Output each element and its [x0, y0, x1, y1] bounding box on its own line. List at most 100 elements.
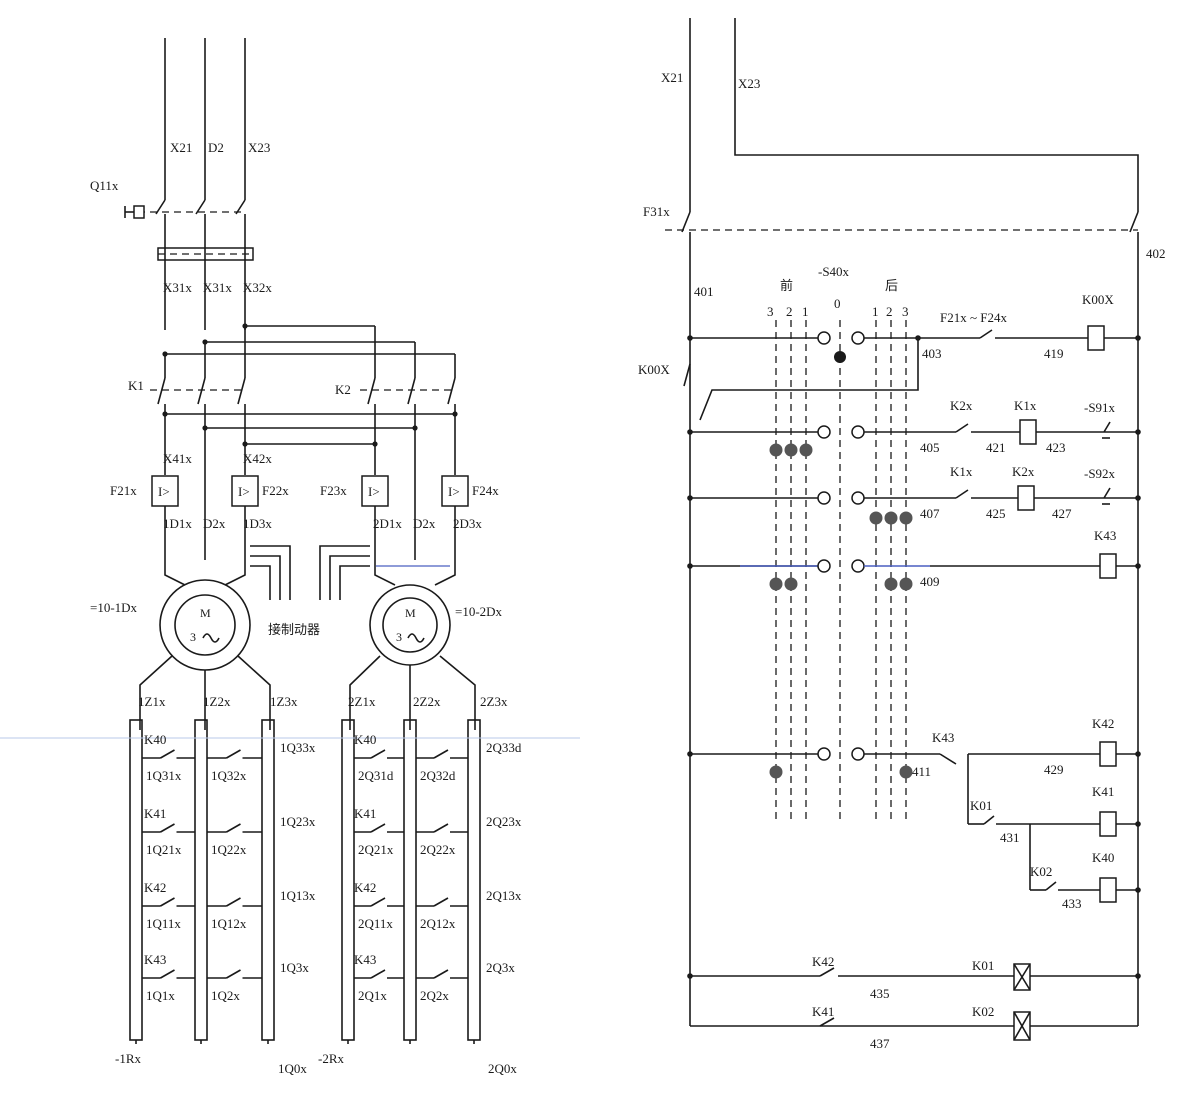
node-419: 419 [1044, 346, 1064, 361]
bank1-step-label: 1Q33x [280, 740, 316, 755]
row-409 [687, 553, 1141, 579]
svg-text:I>: I> [448, 484, 460, 499]
resistor1-node: 1Q0x [278, 1061, 307, 1076]
row-431 [968, 811, 1141, 890]
backward-label: 后 [885, 279, 898, 294]
bank2-step-k-label: K42 [354, 880, 376, 895]
node-405: 405 [920, 440, 940, 455]
svg-text:I>: I> [238, 484, 250, 499]
bank2-step-label: 2Q22x [420, 842, 456, 857]
motor1-line-3: 1D3x [243, 516, 272, 531]
breaker-out-1: X31x [163, 280, 192, 295]
bank2-step-label: 2Q23x [486, 814, 522, 829]
row-437 [819, 1011, 1031, 1041]
fuse-f23x: I> [361, 475, 389, 507]
line-label-x41x: X41x [163, 451, 192, 466]
bank2-step-label: 2Q31d [358, 768, 394, 783]
node-411: 411 [912, 764, 931, 779]
fwd-pos-3: 3 [767, 304, 774, 319]
rail-label-x21: X21 [661, 70, 683, 85]
fuse-f21x: I> [151, 475, 179, 507]
node-427: 427 [1052, 506, 1072, 521]
row-411 [687, 741, 1141, 824]
row-403 [687, 325, 1141, 363]
resistor-bank-1 [129, 719, 275, 1044]
bank2-step-label: 2Q32d [420, 768, 456, 783]
fwd-pos-2: 2 [786, 304, 793, 319]
busbar-label-x23: X23 [248, 140, 270, 155]
fuse-label-f24x: F24x [472, 483, 499, 498]
row431-coil: K41 [1092, 784, 1114, 799]
resistor2-node: 2Q0x [488, 1061, 517, 1076]
breaker-label-f31x: F31x [643, 204, 670, 219]
main-relay-label: K00X [1082, 292, 1114, 307]
motor2-tag: =10-2Dx [455, 604, 503, 619]
motor2-winding-2: 2Z2x [413, 694, 441, 709]
contactor-label-k1: K1 [128, 378, 144, 393]
bwd-pos-3: 3 [902, 304, 909, 319]
forward-label: 前 [780, 278, 793, 294]
row405-contact: K2x [950, 398, 973, 413]
motor2-line-2: D2x [413, 516, 436, 531]
motor-2: M 3 [349, 562, 476, 730]
control-circuit: X21 X23 F31x 401 402 前 后 -S40x 0 3 2 1 1… [638, 18, 1166, 1051]
bank2-step-label: 2Q3x [486, 960, 515, 975]
row-405 [687, 419, 1141, 445]
bank2-step-label: 2Q21x [358, 842, 394, 857]
resistor-bank-2 [341, 719, 481, 1044]
row409-coil: K43 [1094, 528, 1116, 543]
node-425: 425 [986, 506, 1006, 521]
motor-1: M 3 [139, 562, 271, 730]
breaker-out-2: X31x [203, 280, 232, 295]
main-breaker-q11x [124, 199, 254, 330]
node-435: 435 [870, 986, 890, 1001]
motor1-line-2: D2x [203, 516, 226, 531]
row-433 [1030, 877, 1141, 903]
node-403: 403 [922, 346, 942, 361]
fuse-label-f22x: F22x [262, 483, 289, 498]
bank1-step-label: 1Q2x [211, 988, 240, 1003]
fuse-f22x: I> [231, 475, 259, 507]
motor2-line-3: 2D3x [453, 516, 482, 531]
row431-contact: K01 [970, 798, 992, 813]
line-label-x42x: X42x [243, 451, 272, 466]
breaker-label: Q11x [90, 178, 119, 193]
row407-contact: K1x [950, 464, 973, 479]
bank2-step-k-label: K43 [354, 952, 376, 967]
bank1-step-label: 1Q22x [211, 842, 247, 857]
master-switch-s40x [775, 320, 907, 820]
row405-limit: -S91x [1084, 400, 1116, 415]
bank2-step-label: 2Q1x [358, 988, 387, 1003]
node-431: 431 [1000, 830, 1020, 845]
node-429: 429 [1044, 762, 1064, 777]
bank1-step-label: 1Q13x [280, 888, 316, 903]
bwd-pos-1: 1 [872, 304, 879, 319]
row437-coil: K02 [972, 1004, 994, 1019]
motor2-winding-1: 2Z1x [348, 694, 376, 709]
bank1-step-k-label: K43 [144, 952, 166, 967]
bank2-step-k-label: K41 [354, 806, 376, 821]
bank1-step-label: 1Q1x [146, 988, 175, 1003]
contactor-label-k2: K2 [335, 382, 351, 397]
fwd-pos-1: 1 [802, 304, 809, 319]
row433-contact: K02 [1030, 864, 1052, 879]
row411-coil: K42 [1092, 716, 1114, 731]
bank1-step-k-label: K40 [144, 732, 166, 747]
fuse-f24x: I> [441, 475, 469, 507]
resistor2-label: -2Rx [318, 1051, 345, 1066]
row435-coil: K01 [972, 958, 994, 973]
row405-coil: K1x [1014, 398, 1037, 413]
breaker-out-3: X32x [243, 280, 272, 295]
busbar-label-d2: D2 [208, 140, 224, 155]
motor2-symbol: M [405, 606, 416, 620]
row411-contact: K43 [932, 730, 954, 745]
bank2-step-label: 2Q13x [486, 888, 522, 903]
power-circuit: X21 D2 X23 Q11x X31x X31x X32x [0, 38, 580, 1076]
switch-bullets [769, 443, 913, 779]
bank2-step-label: 2Q12x [420, 916, 456, 931]
node-437: 437 [870, 1036, 890, 1051]
fuse-label-f23x: F23x [320, 483, 347, 498]
motor2-line-1: 2D1x [373, 516, 402, 531]
